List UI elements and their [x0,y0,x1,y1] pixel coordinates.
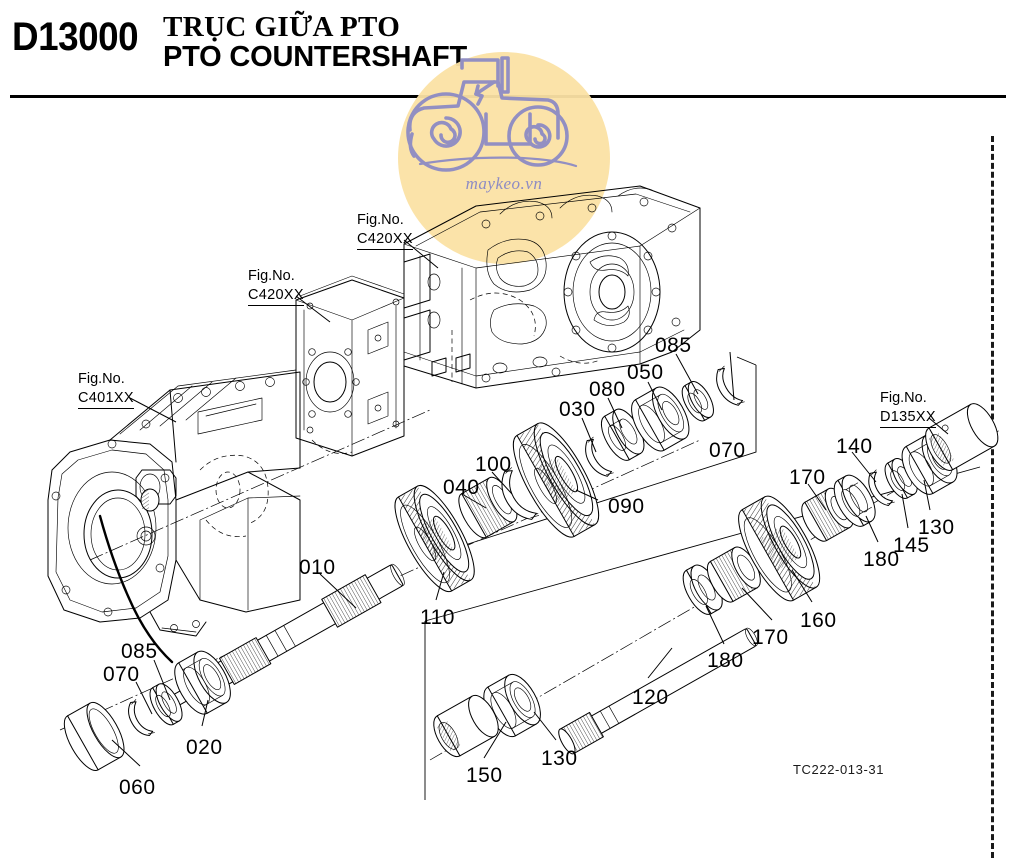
callout-120[interactable]: 120 [632,686,669,709]
title-vietnamese: TRỤC GIỮA PTO [163,11,401,43]
washer-085-left [149,683,183,726]
fig-ref-c401xx: Fig.No. C401XX [78,370,134,410]
ball-bearing-020 [174,650,231,715]
needle-bearing-040 [458,476,518,539]
callout-010[interactable]: 010 [299,556,336,579]
callout-145[interactable]: 145 [893,534,930,557]
ball-bearing-130-lower [483,673,541,738]
group-frame-upper [439,356,757,554]
callout-080[interactable]: 080 [589,378,626,401]
callout-085-left[interactable]: 085 [121,640,158,663]
snap-ring-100 [501,467,540,520]
transmission-housing-left [47,369,301,664]
snap-ring-070-right [716,365,745,406]
transmission-housing-main [403,185,701,389]
callout-050[interactable]: 050 [627,361,664,384]
washer-180-lower [682,564,723,615]
end-cap-060 [63,701,125,771]
callout-060[interactable]: 060 [119,776,156,799]
ball-bearing-050 [631,386,690,452]
fig-ref-code[interactable]: C420XX [357,230,413,251]
drawing-number: TC222-013-31 [793,762,885,777]
coupling-d135xx [925,403,999,471]
fig-ref-c420xx-left: Fig.No. C420XX [248,267,304,307]
callout-070-left[interactable]: 070 [103,663,140,686]
callout-100[interactable]: 100 [475,453,512,476]
callout-170-upper[interactable]: 170 [789,466,826,489]
page-right-border [991,136,994,858]
fig-ref-prefix: Fig.No. [880,390,927,406]
washer-080 [600,408,645,461]
callout-110[interactable]: 110 [420,606,455,629]
fig-ref-d135xx: Fig.No. D135XX [880,389,936,429]
pto-shaft-010 [166,563,405,709]
callout-090[interactable]: 090 [608,495,645,518]
callout-085-right[interactable]: 085 [655,334,692,357]
callout-030[interactable]: 030 [559,398,596,421]
leader-lines [111,239,949,767]
fig-ref-code[interactable]: D135XX [880,408,936,429]
washer-180-upper [833,474,876,527]
callout-180-lower-left[interactable]: 180 [707,649,744,672]
pto-shaft-120 [558,627,758,755]
callout-020[interactable]: 020 [186,736,223,759]
collar-150 [433,694,499,758]
callout-180-right[interactable]: 180 [863,548,900,571]
callout-160[interactable]: 160 [800,609,837,632]
callout-130-right[interactable]: 130 [918,516,955,539]
gear-090 [512,422,600,538]
fig-ref-code[interactable]: C420XX [248,286,304,307]
callout-040[interactable]: 040 [443,476,480,499]
fig-ref-c420xx-top: Fig.No. C420XX [357,211,413,251]
page-title: D13000 [12,15,139,59]
callout-170-lower[interactable]: 170 [752,626,789,649]
gear-160 [738,495,821,602]
fig-ref-prefix: Fig.No. [357,212,404,228]
callout-140[interactable]: 140 [836,435,873,458]
gear-110 [394,484,475,593]
fig-ref-code[interactable]: C401XX [78,389,134,410]
assembly-centerlines [59,409,1001,761]
callout-150[interactable]: 150 [466,764,503,787]
group-frame-lower [424,466,981,800]
transmission-housing-middle [295,275,405,457]
callout-070-right[interactable]: 070 [709,439,746,462]
fig-ref-prefix: Fig.No. [78,371,125,387]
snap-ring-070-left [128,699,155,737]
callout-130-bottom[interactable]: 130 [541,747,578,770]
needle-bearing-170-lower [706,546,761,603]
fig-ref-prefix: Fig.No. [248,268,295,284]
washer-145 [884,458,918,499]
